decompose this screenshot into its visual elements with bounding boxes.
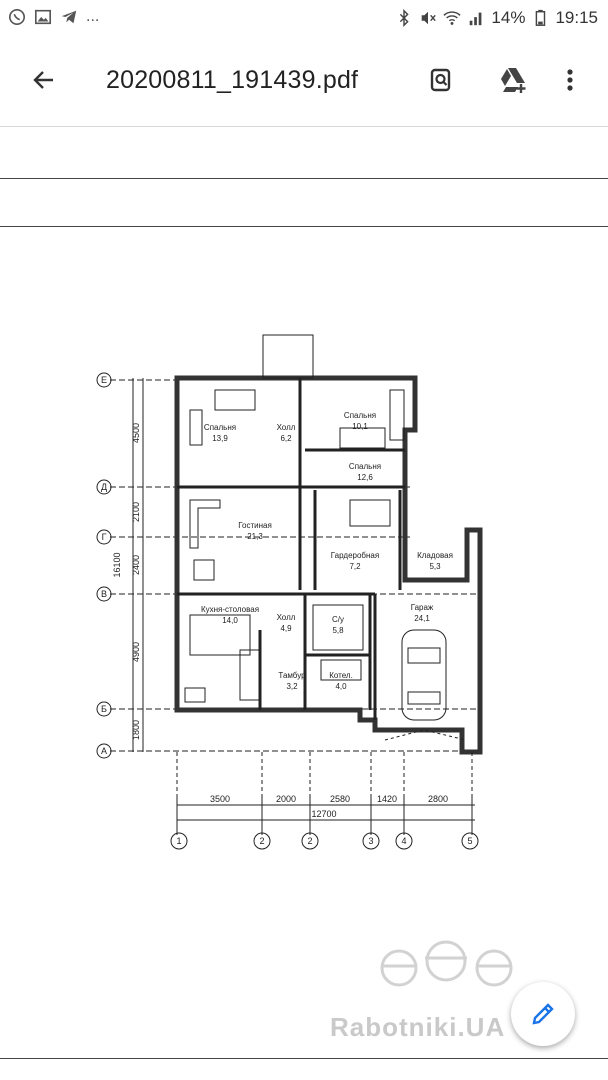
axis-label: Д [101, 482, 107, 492]
room-area: 24,1 [414, 614, 430, 623]
room-area: 7,2 [349, 562, 361, 571]
room-area: 14,0 [222, 616, 238, 625]
gallery-icon [34, 9, 52, 25]
axis-label: 5 [467, 836, 472, 846]
dimension-label: 2400 [131, 555, 141, 575]
floor-plan-drawing: Е Д Г В Б А 1 2 2 3 4 5 4500 2100 2400 4… [90, 330, 510, 865]
mute-icon [422, 11, 437, 25]
edit-pencil-icon [532, 1003, 554, 1025]
clock: 19:15 [555, 8, 598, 27]
axis-label: 1 [176, 836, 181, 846]
dimension-label: 3500 [210, 794, 230, 804]
dimension-label: 2100 [131, 502, 141, 522]
room-name: Холл [277, 423, 296, 432]
signal-icon [470, 12, 482, 26]
battery-percentage: 14% [491, 8, 526, 27]
bluetooth-icon [400, 9, 410, 27]
room-name: Спальня [349, 462, 381, 471]
axis-label: 4 [401, 836, 406, 846]
room-name: Тамбур [278, 671, 306, 680]
watermark-workers-logo [380, 940, 513, 987]
more-options-button[interactable] [555, 60, 585, 100]
axis-label: 3 [368, 836, 373, 846]
room-area: 4,0 [335, 682, 347, 691]
dimension-label: 2800 [428, 794, 448, 804]
add-to-drive-button[interactable] [493, 60, 533, 100]
page-separator [0, 226, 608, 227]
axis-label: Б [101, 704, 107, 714]
room-area: 5,3 [429, 562, 441, 571]
wifi-icon [443, 11, 462, 25]
room-area: 4,9 [280, 624, 292, 633]
room-name: Кухня-столовая [201, 605, 259, 614]
room-area: 3,2 [286, 682, 298, 691]
axis-label: А [101, 746, 107, 756]
back-button[interactable] [24, 60, 64, 100]
status-bar: ... 14% 19:15 [0, 0, 608, 36]
room-name: Кладовая [417, 551, 453, 560]
room-area: 13,9 [212, 434, 228, 443]
room-name: Котел. [329, 671, 353, 680]
dimension-label: 4500 [131, 423, 141, 443]
axis-label: Е [101, 375, 107, 385]
axis-label: 2 [307, 836, 312, 846]
room-area: 6,2 [280, 434, 292, 443]
dimension-label: 1800 [131, 720, 141, 740]
viber-icon [8, 8, 26, 26]
room-name: Спальня [204, 423, 236, 432]
search-in-document-icon [430, 68, 451, 92]
room-name: Гардеробная [331, 551, 379, 560]
dimension-label: 2000 [276, 794, 296, 804]
search-in-document-button[interactable] [421, 60, 461, 100]
arrow-back-icon [33, 71, 53, 89]
axis-label: 2 [259, 836, 264, 846]
total-dimension-label: 12700 [311, 809, 336, 819]
dimension-label: 4900 [131, 642, 141, 662]
battery-icon [536, 9, 546, 26]
watermark-text: Rabotniki.UA [330, 1012, 506, 1042]
document-title: 20200811_191439.pdf [106, 66, 359, 94]
room-name: С/у [332, 615, 344, 624]
room-name: Спальня [344, 411, 376, 420]
room-area: 21,3 [247, 532, 263, 541]
add-to-drive-icon [501, 68, 526, 93]
dimension-label: 2580 [330, 794, 350, 804]
room-area: 12,6 [357, 473, 373, 482]
axis-label: Г [102, 532, 107, 542]
more-notifications-indicator: ... [86, 8, 100, 25]
page-separator [0, 178, 608, 179]
more-vert-icon [567, 69, 573, 91]
room-name: Холл [277, 613, 296, 622]
telegram-icon [61, 10, 77, 24]
axis-label: В [101, 589, 107, 599]
room-area: 5,8 [332, 626, 344, 635]
room-name: Гостиная [238, 521, 272, 530]
page-separator [0, 1058, 608, 1059]
total-dimension-label: 16100 [112, 552, 122, 577]
app-toolbar: 20200811_191439.pdf [0, 36, 608, 127]
edit-fab-button[interactable] [511, 982, 575, 1046]
floor-plan-svg: Е Д Г В Б А 1 2 2 3 4 5 4500 2100 2400 4… [96, 334, 483, 850]
room-area: 10,1 [352, 422, 368, 431]
dimension-label: 1420 [377, 794, 397, 804]
room-name: Гараж [411, 603, 434, 612]
